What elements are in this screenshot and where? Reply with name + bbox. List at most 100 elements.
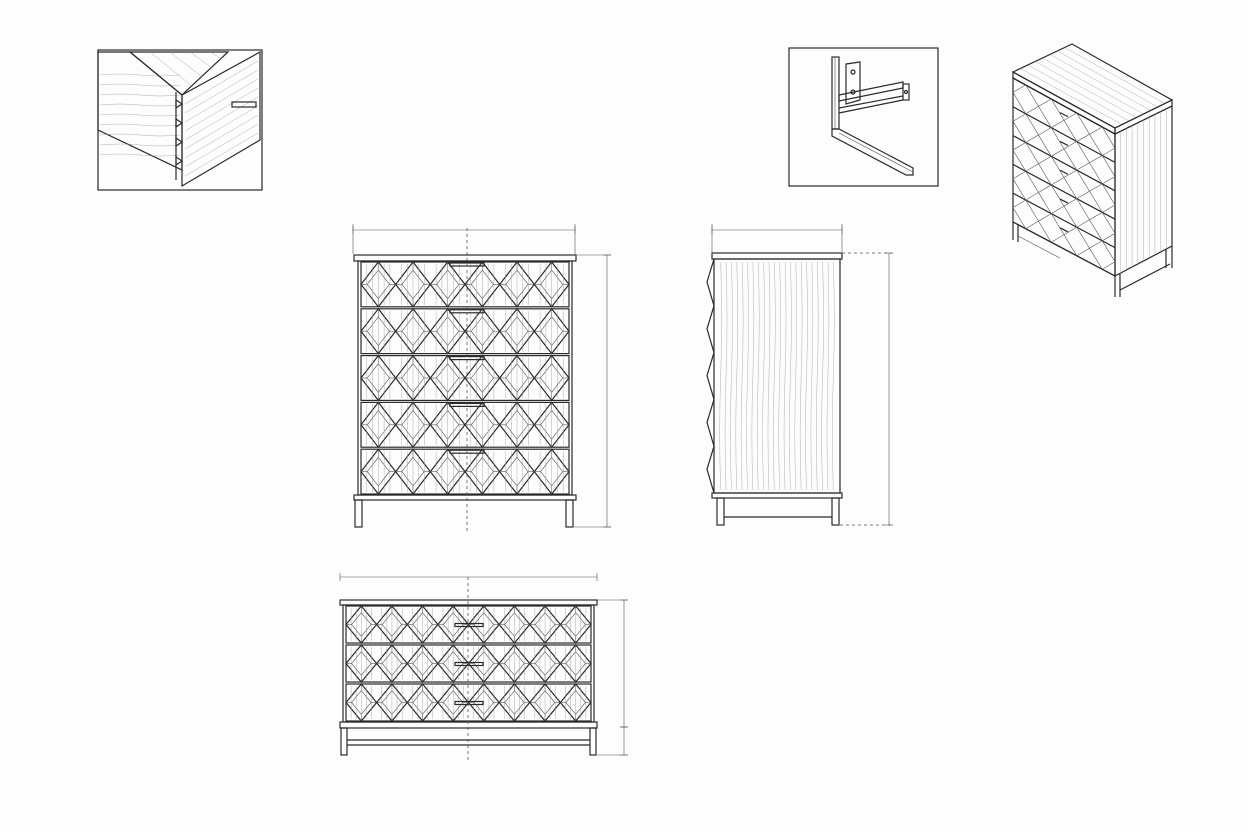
drawer-handle	[454, 700, 484, 706]
vertical-post	[831, 56, 840, 130]
wood-grain	[99, 83, 181, 87]
top-panel	[339, 599, 598, 606]
wood-grain	[778, 261, 781, 491]
drawer-edge	[1012, 135, 1116, 192]
leg	[716, 497, 725, 526]
leg	[589, 727, 597, 756]
top-panel	[711, 252, 843, 260]
wood-grain	[184, 78, 259, 123]
leg	[354, 499, 363, 528]
wood-grain	[99, 143, 181, 147]
wood-grain	[99, 103, 181, 107]
dovetail-pin	[175, 155, 184, 167]
dovetail-joint-detail	[97, 49, 263, 191]
wood-grain	[1020, 68, 1123, 125]
top-board	[128, 51, 230, 96]
base-rail	[339, 721, 598, 729]
horizontal-rail	[831, 128, 914, 176]
drawer-handle	[1059, 169, 1069, 175]
wood-grain	[757, 261, 760, 491]
wood-grain	[751, 261, 755, 491]
drawer-handle	[449, 356, 485, 361]
wood-grain	[99, 123, 181, 127]
bolt-hole	[850, 89, 856, 95]
wood-grain	[184, 69, 259, 114]
dovetail-pin	[175, 136, 184, 148]
wood-grain	[735, 261, 738, 491]
dovetail-pin	[175, 117, 184, 129]
wood-grain	[209, 51, 223, 60]
wood-grain	[1049, 54, 1151, 111]
wood-grain	[832, 261, 835, 491]
edge	[838, 132, 914, 173]
wood-grain	[773, 261, 776, 491]
wood-grain	[184, 114, 259, 159]
wood-grain	[794, 261, 797, 491]
wood-grain	[805, 261, 808, 491]
top-panel	[353, 254, 577, 262]
wood-grain	[184, 87, 259, 132]
front-elevation-tall	[352, 224, 611, 532]
wood-grain	[1027, 64, 1130, 122]
drawer-handle	[1059, 198, 1069, 204]
stretcher	[1017, 235, 1061, 259]
stretcher	[1119, 263, 1171, 291]
drawer-handle	[1059, 112, 1069, 118]
drawer-handle	[1059, 227, 1069, 233]
wood-grain	[184, 123, 259, 168]
wood-grain	[762, 261, 765, 491]
mounting-bracket	[845, 61, 861, 105]
leg	[565, 499, 574, 528]
isometric-view	[1011, 43, 1174, 297]
side-board	[97, 51, 183, 171]
wood-grain	[184, 60, 259, 105]
diamond-facet	[1012, 199, 1039, 230]
wood-grain	[99, 93, 181, 97]
side-panel	[713, 258, 841, 494]
bracket-tab	[902, 83, 910, 101]
wood-grain	[184, 96, 259, 141]
wood-grain	[816, 261, 819, 491]
wood-grain	[184, 105, 259, 150]
wood-grain	[169, 51, 203, 78]
wood-grain	[99, 133, 181, 137]
wood-grain	[789, 261, 792, 491]
lower-rail	[838, 99, 904, 114]
front-board	[181, 50, 261, 188]
leg	[340, 727, 348, 756]
diamond-facet	[1063, 226, 1090, 257]
bolt-hole	[850, 69, 856, 75]
wood-grain	[1064, 47, 1165, 104]
drawer-edge	[1012, 163, 1116, 220]
wood-grain	[767, 261, 771, 491]
drawer-profile	[706, 258, 715, 494]
drawer-edge	[1012, 77, 1116, 135]
wood-grain	[821, 261, 824, 491]
wood-grain	[746, 261, 749, 491]
wood-grain	[184, 132, 259, 177]
wood-grain	[740, 261, 744, 491]
wood-grain	[189, 51, 213, 69]
drawer-edge	[1012, 106, 1116, 163]
wood-grain	[1057, 50, 1158, 108]
wood-grain	[799, 261, 803, 491]
wood-grain	[826, 261, 830, 491]
wood-grain	[149, 51, 193, 87]
wood-grain	[810, 261, 814, 491]
wood-grain	[783, 261, 787, 491]
frame-bracket-detail	[788, 47, 939, 187]
dovetail-pin	[175, 98, 184, 110]
drawer-handle	[454, 661, 484, 667]
wood-grain	[730, 261, 733, 491]
front-elevation-low-dresser	[339, 573, 628, 760]
drawer-handle	[1059, 140, 1069, 146]
top-edge	[1012, 70, 1116, 136]
base-rail	[711, 492, 843, 499]
drawer-edge	[1012, 221, 1116, 277]
wood-grain	[99, 73, 181, 77]
wood-grain	[1042, 57, 1144, 115]
leg	[831, 497, 840, 526]
diamond-facet	[1038, 213, 1065, 243]
drawer-handle	[454, 622, 484, 628]
